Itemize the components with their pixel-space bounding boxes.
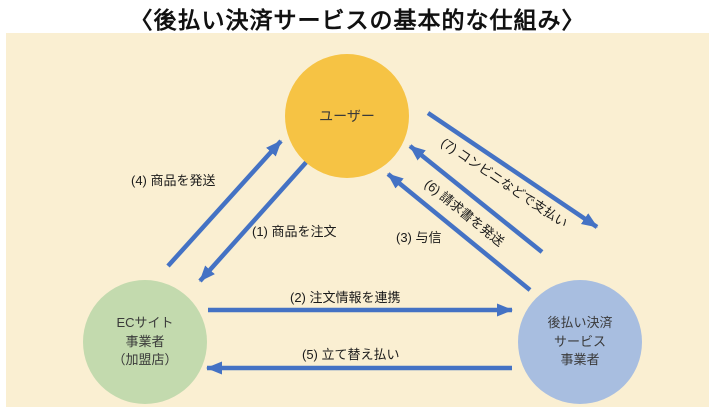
label-1-order: (1) 商品を注文 [252, 224, 337, 239]
user-node: ユーザー [285, 54, 409, 178]
user-node-label: ユーザー [319, 107, 375, 124]
ec-node-line2: 事業者 [125, 333, 165, 349]
label-2-share-order-info: (2) 注文情報を連携 [290, 290, 401, 305]
payment-node-line3: 事業者 [560, 352, 600, 368]
label-3-credit-check: (3) 与信 [396, 230, 442, 245]
ec-node-line1: ECサイト [116, 314, 174, 330]
payment-node-line2: サービス [553, 333, 606, 349]
ec-node-line3: （加盟店） [112, 352, 178, 368]
payment-service-node: 後払い決済 サービス 事業者 [518, 280, 642, 404]
payment-node-line1: 後払い決済 [547, 314, 613, 330]
diagram-title: 〈後払い決済サービスの基本的な仕組み〉 [129, 7, 586, 33]
label-4-ship-goods: (4) 商品を発送 [131, 173, 216, 188]
label-5-reimbursement: (5) 立て替え払い [302, 347, 400, 362]
ec-merchant-node: ECサイト 事業者 （加盟店） [83, 280, 207, 404]
